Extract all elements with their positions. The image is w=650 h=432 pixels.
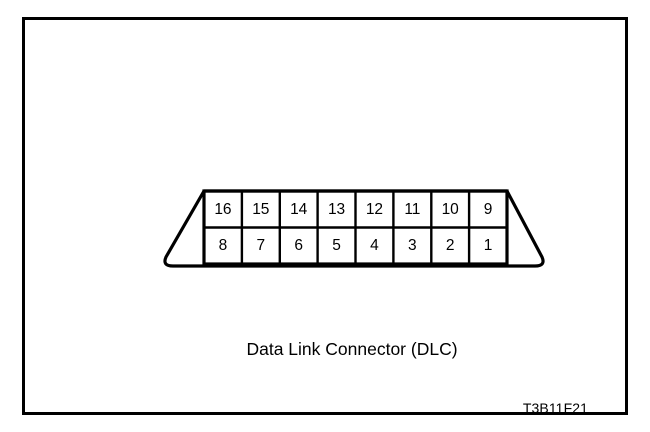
pin-cell-4: 4 <box>370 237 379 254</box>
figure-caption-text: Data Link Connector (DLC) <box>246 339 458 359</box>
pin-cell-11: 11 <box>404 200 421 218</box>
pin-row-top: 16 15 14 13 12 11 10 9 <box>204 191 507 228</box>
pin-number-grid: 16 15 14 13 12 11 10 9 8 7 6 5 4 3 2 1 <box>204 191 507 264</box>
pin-cell-12: 12 <box>365 200 383 218</box>
connector-outline <box>143 168 553 276</box>
pin-cell-3: 3 <box>408 237 417 254</box>
pin-cell-2: 2 <box>445 237 455 254</box>
figure-frame: 16 15 14 13 12 11 10 9 8 7 6 5 4 3 2 1 D… <box>22 17 628 415</box>
figure-code-label: T3B11F21 <box>522 400 588 416</box>
pin-cell-15: 15 <box>252 200 270 218</box>
pin-cell-5: 5 <box>332 237 341 254</box>
pin-cell-6: 6 <box>294 237 303 254</box>
pin-row-bottom: 8 7 6 5 4 3 2 1 <box>204 228 507 265</box>
pin-cell-16: 16 <box>214 200 232 218</box>
figure-caption: Data Link Connector (DLC) <box>25 339 650 359</box>
pin-cell-8: 8 <box>218 237 228 254</box>
pin-cell-7: 7 <box>256 237 266 254</box>
pin-cell-10: 10 <box>441 200 459 218</box>
pin-cell-9: 9 <box>483 200 493 218</box>
pin-cell-13: 13 <box>328 200 346 218</box>
pin-cell-14: 14 <box>290 200 308 218</box>
pin-cell-1: 1 <box>483 237 493 254</box>
connector-shape-svg <box>163 189 545 268</box>
